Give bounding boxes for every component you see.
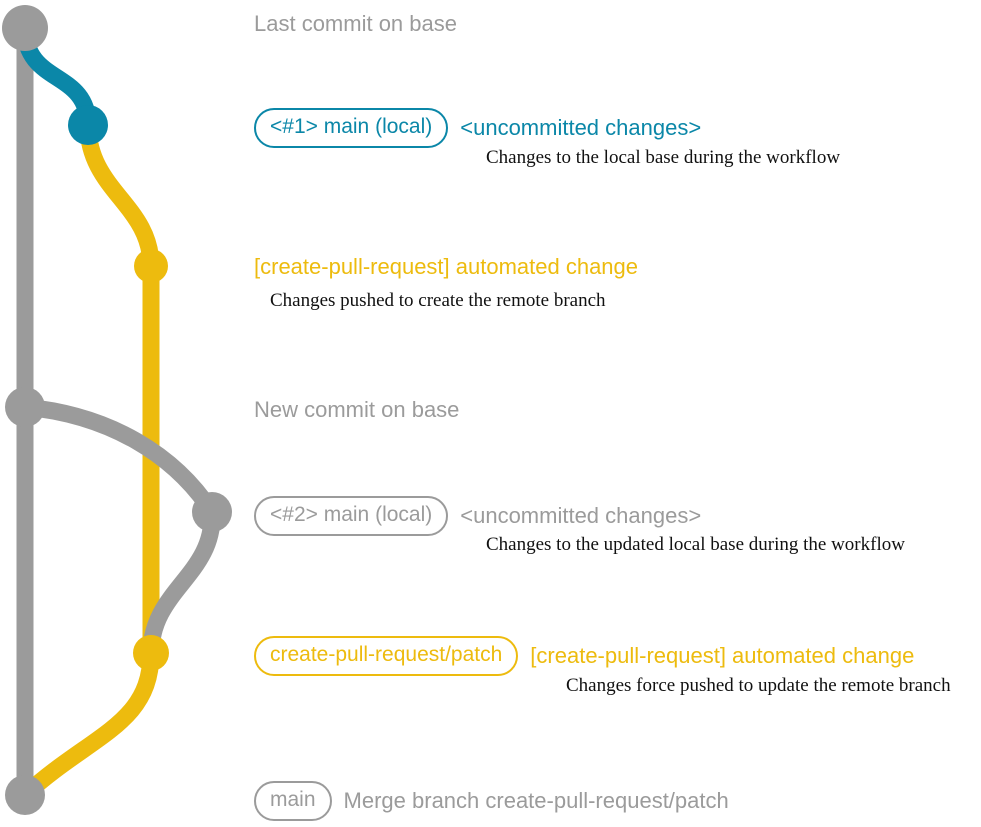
edge-newbase-to-local2 [16,398,221,521]
row-local-1: <#1> main (local) <uncommitted changes> [254,108,701,148]
branch-pill-main[interactable]: main [254,781,332,821]
local-2-headline: <uncommitted changes> [460,503,702,528]
automated-change-2-subtext: Changes force pushed to update the remot… [566,675,951,696]
new-commit-headline: New commit on base [254,397,460,422]
automated-change-1-headline: [create-pull-request] automated change [254,254,639,279]
edge-local1-to-auto1 [79,116,160,275]
node-last-commit-on-base[interactable] [2,5,48,51]
row-new-commit-on-base: New commit on base [254,396,459,424]
row-automated-change-1: [create-pull-request] automated change [254,253,638,281]
local-1-headline: <uncommitted changes> [460,115,702,140]
node-new-commit-on-base[interactable] [5,387,45,427]
local-2-subtext: Changes to the updated local base during… [486,534,905,555]
branch-pill-create-pull-request-patch[interactable]: create-pull-request/patch [254,636,519,676]
row-merge-main: main Merge branch create-pull-request/pa… [254,781,729,821]
node-automated-change-1[interactable] [134,249,168,283]
node-merge-main[interactable] [5,775,45,815]
row-last-commit-on-base: Last commit on base [254,10,457,38]
last-commit-headline: Last commit on base [254,11,457,36]
local-1-subtext: Changes to the local base during the wor… [486,147,841,168]
row-automated-change-2: create-pull-request/patch [create-pull-r… [254,636,914,676]
merge-headline: Merge branch create-pull-request/patch [343,788,729,813]
edge-local2-to-auto2 [142,503,221,662]
node-local-2[interactable] [192,492,232,532]
branch-pill-local-2[interactable]: <#2> main (local) [254,496,449,536]
node-local-1[interactable] [68,105,108,145]
row-local-2: <#2> main (local) <uncommitted changes> [254,496,701,536]
node-automated-change-2[interactable] [133,635,169,671]
automated-change-1-subtext: Changes pushed to create the remote bran… [270,290,606,311]
branch-pill-local-1[interactable]: <#1> main (local) [254,108,449,148]
edge-auto2-to-merge [16,644,160,804]
automated-change-2-headline: [create-pull-request] automated change [530,643,915,668]
